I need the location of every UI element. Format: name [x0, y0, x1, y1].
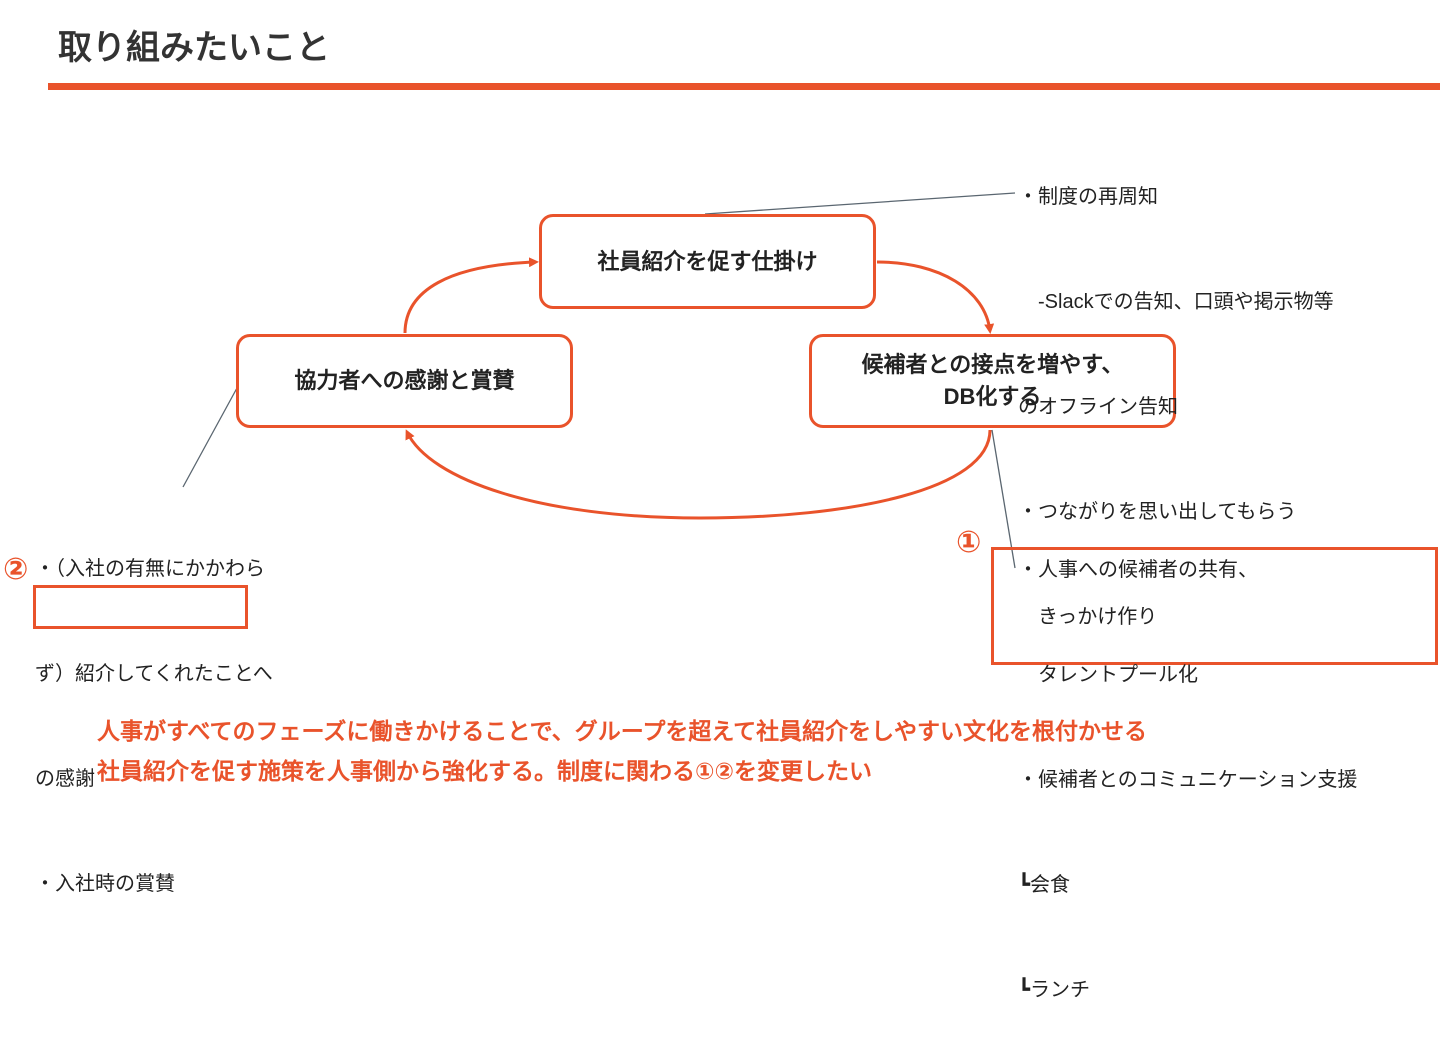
arrow-right-to-left — [405, 429, 992, 520]
box-label: 社員紹介を促す仕掛け — [597, 248, 818, 274]
note-top-right: ・制度の再周知 -Slackでの告知、口頭や掲示物等 のオフライン告知 ・つなが… — [1018, 110, 1334, 670]
note-bottom-left: ・（入社の有無にかかわら ず）紹介してくれたことへ の感謝 ・入社時の賞賛 — [35, 482, 273, 937]
summary-line-2: 社員紹介を促す施策を人事側から強化する。制度に関わる①②を変更したい — [97, 758, 872, 784]
cycle-box-referral-mechanism: 社員紹介を促す仕掛け — [539, 214, 876, 309]
note-line: タレントプール化 — [1018, 664, 1198, 686]
connector-top — [704, 192, 1016, 215]
note-line: ・つながりを思い出してもらう — [1018, 501, 1297, 523]
cycle-arrows — [182, 192, 1016, 569]
box-label: DB化する — [943, 384, 1042, 409]
arrow-left-to-top — [403, 257, 539, 334]
note-line: ・制度の再周知 — [1018, 186, 1158, 208]
note-line: -Slackでの告知、口頭や掲示物等 — [1018, 291, 1334, 313]
note-bottom-right: ・人事への候補者の共有、 タレントプール化 ・候補者とのコミュニケーション支援 … — [1018, 483, 1357, 1043]
box-label: 候補者との接点を増やす、 — [861, 352, 1124, 378]
cycle-box-gratitude: 協力者への感謝と賞賛 — [236, 334, 573, 428]
marker-two: ② — [3, 553, 29, 586]
note-line: のオフライン告知 — [1018, 396, 1178, 418]
connector-right — [991, 429, 1016, 569]
note-line: の感謝 — [35, 768, 95, 790]
highlight-box-two — [33, 585, 248, 629]
arrow-top-to-right — [876, 260, 995, 334]
marker-one: ① — [956, 526, 982, 559]
cycle-box-candidate-contact: 候補者との接点を増やす、 DB化する — [809, 334, 1176, 428]
note-line: ・人事への候補者の共有、 — [1018, 559, 1258, 581]
highlight-box-one — [991, 547, 1438, 665]
note-line: ┗会食 — [1018, 874, 1071, 896]
page-title: 取り組みたいこと — [58, 29, 330, 67]
note-line: ・（入社の有無にかかわら — [35, 558, 265, 580]
box-label: 協力者への感謝と賞賛 — [294, 368, 515, 394]
summary-line-1: 人事がすべてのフェーズに働きかけることで、グループを超えて社員紹介をしやすい文化… — [97, 718, 1147, 744]
connector-left — [182, 387, 238, 488]
note-line: きっかけ作り — [1018, 606, 1158, 628]
note-line: ┗ランチ — [1018, 979, 1091, 1001]
note-line: ず）紹介してくれたことへ — [35, 663, 273, 685]
note-line: ・候補者とのコミュニケーション支援 — [1018, 769, 1358, 791]
title-divider — [48, 83, 1440, 90]
note-line: ・入社時の賞賛 — [35, 873, 175, 895]
